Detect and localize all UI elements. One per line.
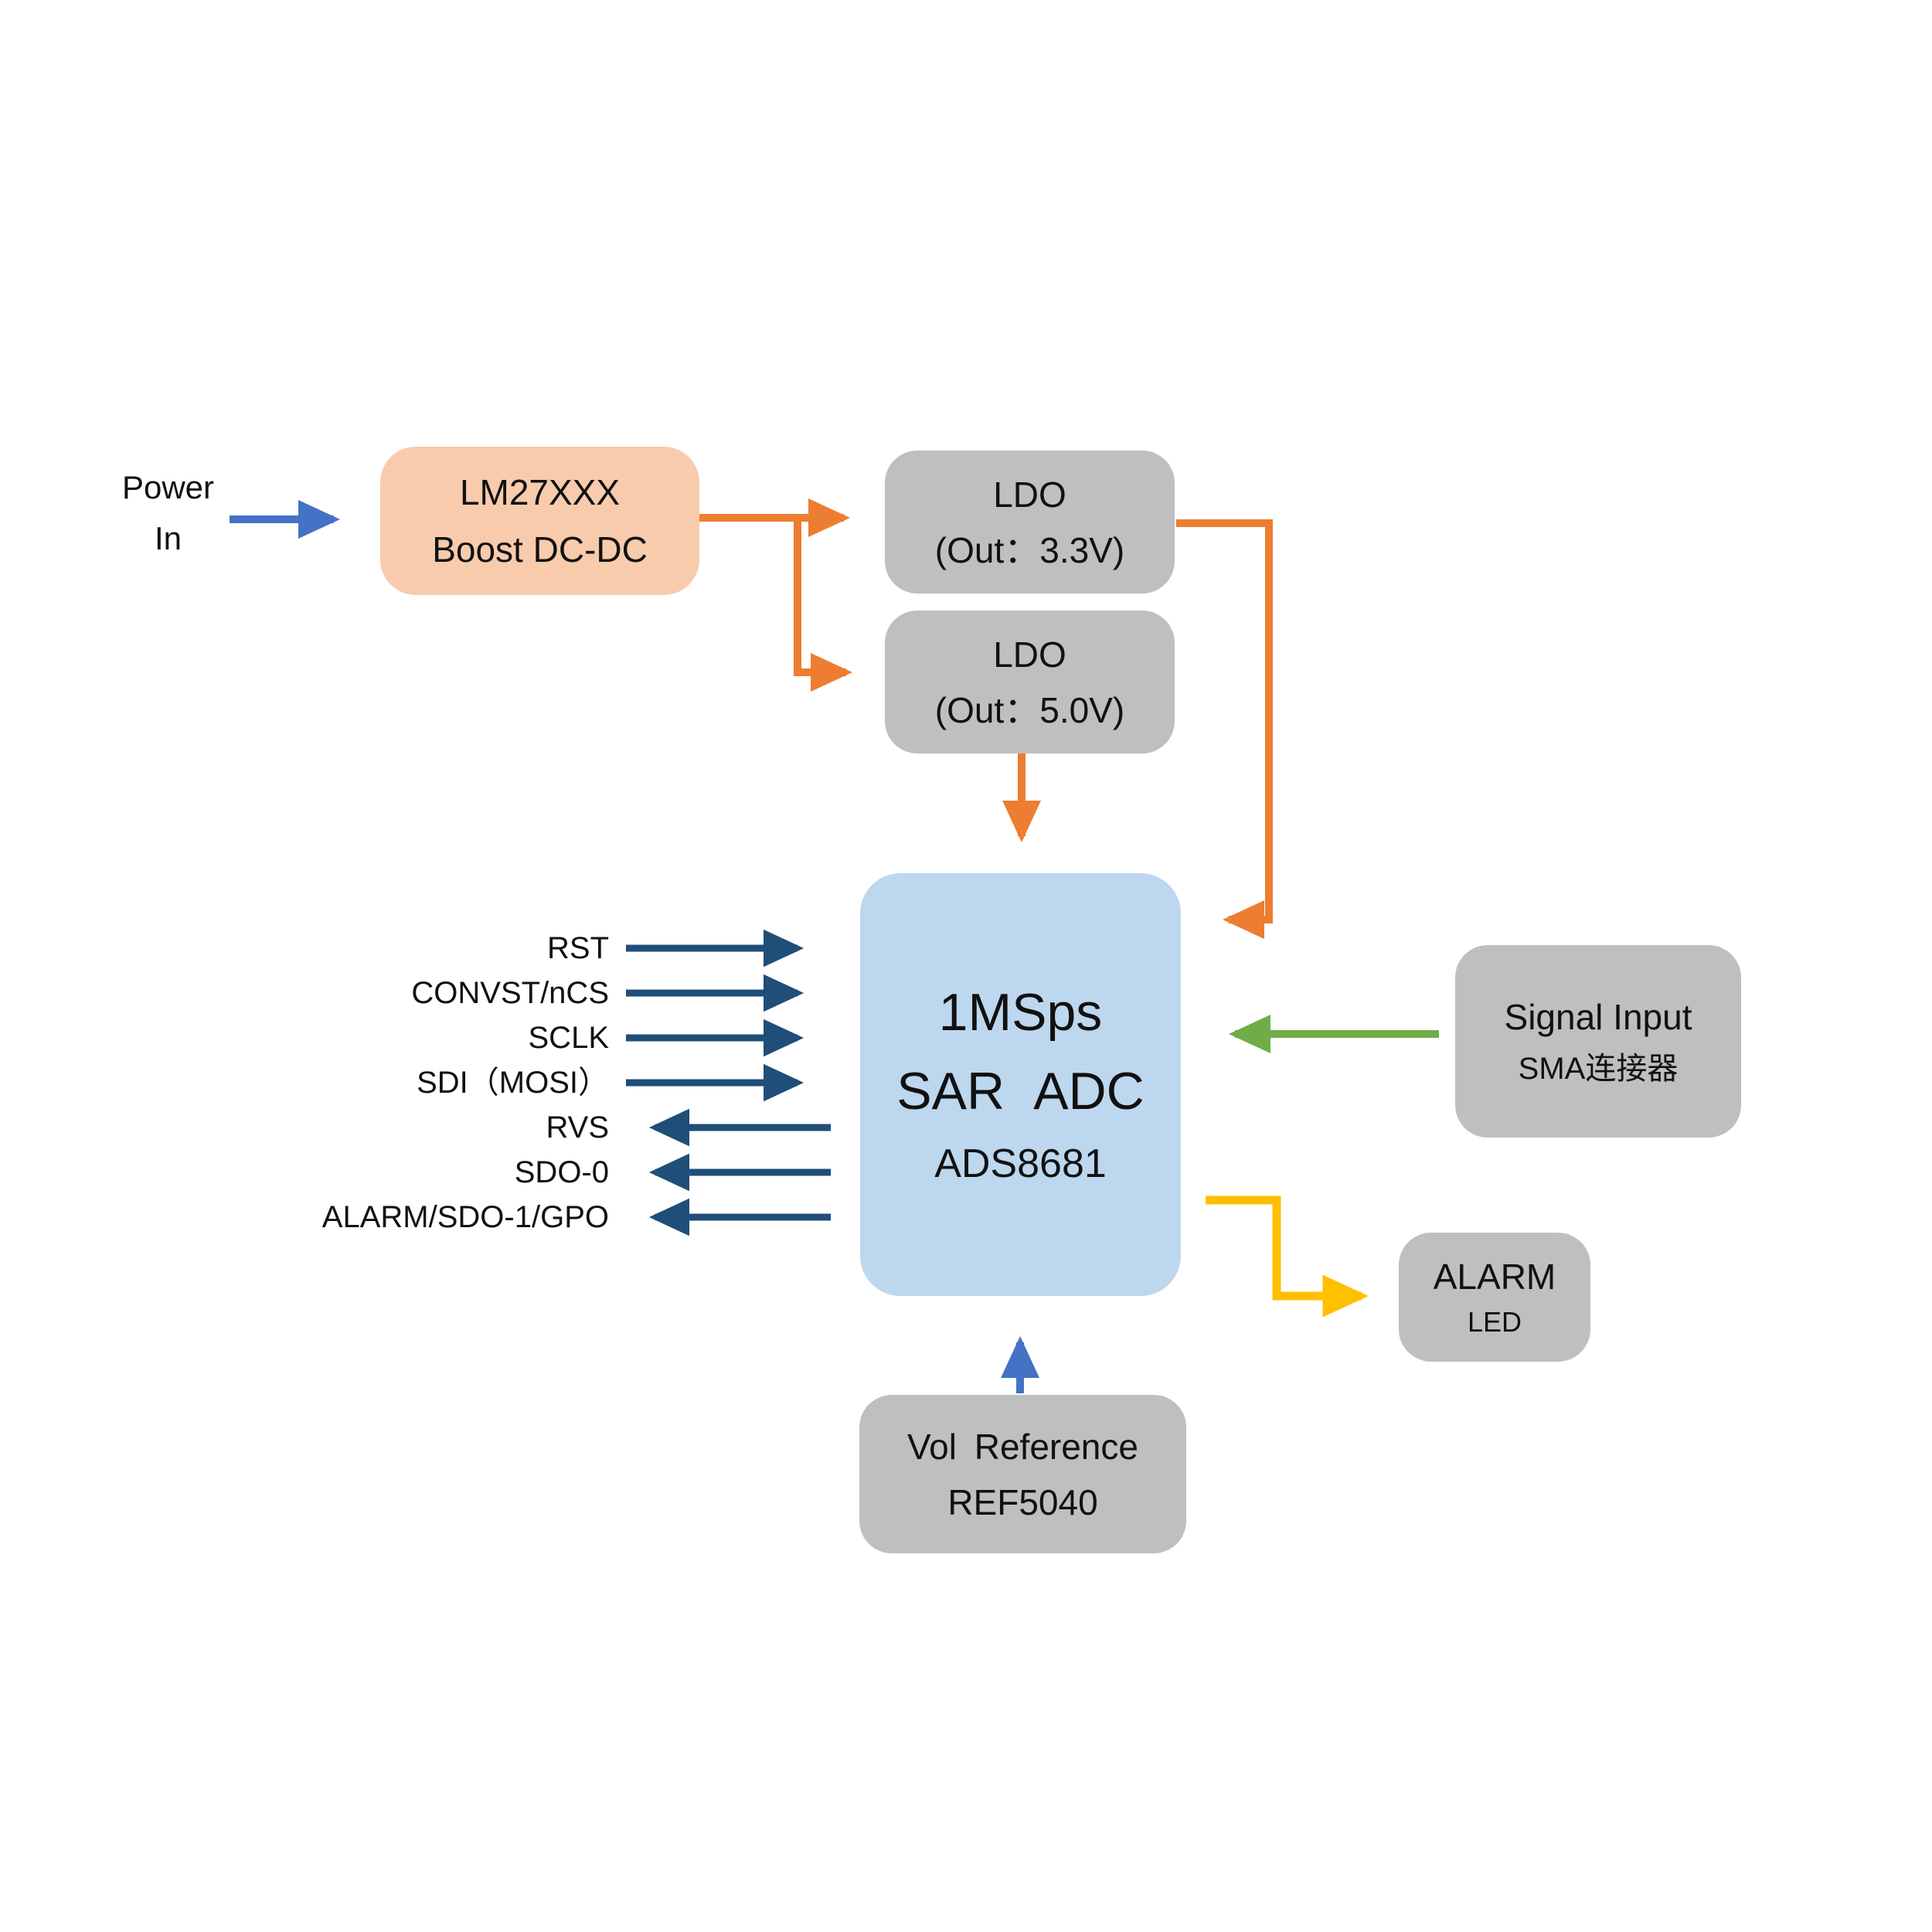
alarm-led-title: ALARM [1433, 1256, 1556, 1297]
signal-input-connector: SMA连接器 [1518, 1051, 1679, 1086]
boost-dcdc-block: LM27XXX Boost DC-DC [380, 447, 699, 595]
ldo-5v0-output: (Out：5.0V) [934, 689, 1125, 730]
arrow-boost-branch-to-ldo50 [794, 518, 853, 692]
arrow-adc-to-alarm-led [1206, 1196, 1369, 1318]
vol-reference-part-number: REF5040 [947, 1481, 1098, 1522]
signal-label-rvs: RVS [546, 1111, 609, 1145]
arrow-ldo33-to-adc [1176, 519, 1273, 939]
vol-reference-block: Vol Reference REF5040 [859, 1395, 1186, 1553]
signal-label-convst-ncs: CONVST/nCS [411, 976, 609, 1010]
ldo-3v3-output: (Out：3.3V) [934, 529, 1125, 570]
adc-part-number: ADS8681 [934, 1141, 1107, 1186]
signal-input-block: Signal Input SMA连接器 [1455, 945, 1741, 1138]
sar-adc-block: 1MSps SAR ADC ADS8681 [860, 873, 1181, 1296]
power-in-label-line2: In [154, 520, 182, 556]
boost-dcdc-part-number: LM27XXX [459, 472, 621, 512]
signal-input-title: Signal Input [1504, 996, 1692, 1037]
adc-speed: 1MSps [938, 982, 1103, 1042]
signal-label-alarm-sdo1-gpo: ALARM/SDO-1/GPO [321, 1200, 609, 1234]
adc-type: SAR ADC [896, 1061, 1145, 1121]
ldo-3v3-title: LDO [993, 474, 1066, 515]
signal-label-rst: RST [547, 931, 609, 965]
power-in-label-line1: Power [121, 469, 215, 505]
vol-reference-title: Vol Reference [907, 1426, 1138, 1467]
boost-dcdc-description: Boost DC-DC [432, 529, 648, 570]
ldo-5v0-title: LDO [993, 634, 1066, 675]
ldo-5v0-block: LDO (Out：5.0V) [885, 611, 1175, 753]
power-in-label: Power In [77, 462, 259, 564]
signal-label-sdi-mosi: SDI（MOSI） [417, 1066, 609, 1100]
alarm-led-subtitle: LED [1467, 1305, 1522, 1338]
ldo-3v3-block: LDO (Out：3.3V) [885, 451, 1175, 594]
alarm-led-block: ALARM LED [1399, 1233, 1590, 1362]
signal-label-sdo0: SDO-0 [514, 1155, 609, 1189]
signal-label-sclk: SCLK [528, 1021, 610, 1055]
